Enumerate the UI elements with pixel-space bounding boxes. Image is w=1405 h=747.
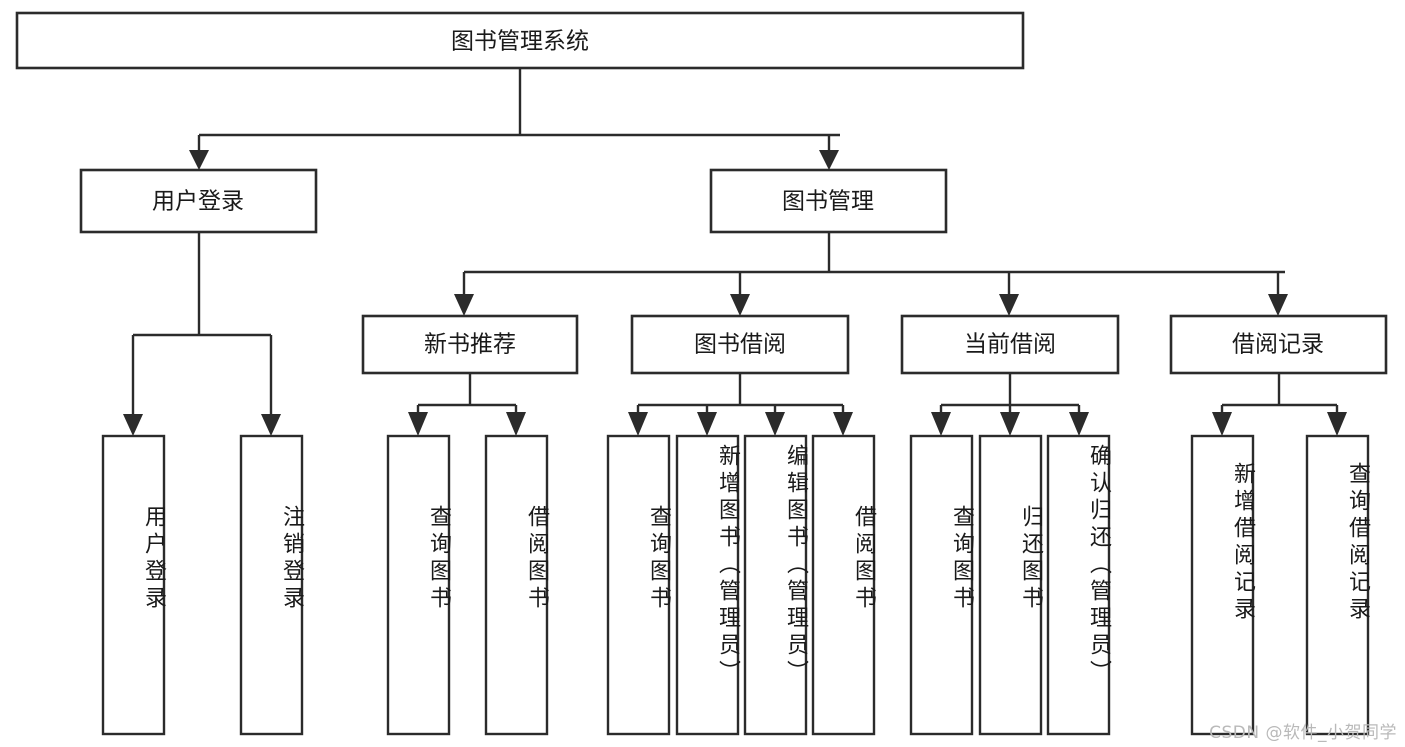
arrowhead-bb-leaf-2 [765, 412, 785, 436]
arrowhead-leaf-logout [261, 414, 281, 436]
node-borrow-record[interactable]: 借阅记录 [1169, 314, 1388, 375]
arrowhead-current-borrow [999, 294, 1019, 316]
arrowhead-bb-leaf-3 [833, 412, 853, 436]
node-book-manage[interactable]: 图书管理 [709, 168, 948, 234]
arrowhead-br-leaf-0 [1212, 412, 1232, 436]
arrowhead-nbr-leaf-1 [506, 412, 526, 436]
arrowhead-leaf-user-login [123, 414, 143, 436]
leaf-box-add-book[interactable] [675, 434, 740, 736]
arrowhead-br-leaf-1 [1327, 412, 1347, 436]
leaf-box-query-record[interactable] [1305, 434, 1370, 736]
user-login-label: 用户登录 [152, 189, 244, 215]
book-borrow-label: 图书借阅 [694, 332, 786, 358]
arrowhead-new-book-recommend [454, 294, 474, 316]
arrowhead-bb-leaf-0 [628, 412, 648, 436]
borrow-record-box[interactable] [1169, 314, 1388, 375]
arrowhead-cb-leaf-0 [931, 412, 951, 436]
arrowhead-bb-leaf-1 [697, 412, 717, 436]
leaf-box-logout[interactable] [239, 434, 304, 736]
user-login-box[interactable] [79, 168, 318, 234]
root-box[interactable] [15, 11, 1025, 70]
arrowhead-cb-leaf-2 [1069, 412, 1089, 436]
node-new-book-recommend[interactable]: 新书推荐 [361, 314, 579, 375]
node-book-borrow[interactable]: 图书借阅 [630, 314, 850, 375]
leaf-box-borrow-book-2[interactable] [811, 434, 876, 736]
leaf-box-return-book[interactable] [978, 434, 1043, 736]
arrowhead-cb-leaf-1 [1000, 412, 1020, 436]
arrowhead-user-login [189, 150, 209, 170]
leaf-box-query-book-2[interactable] [606, 434, 671, 736]
leaf-box-edit-book[interactable] [743, 434, 808, 736]
root-label: 图书管理系统 [451, 29, 589, 55]
book-borrow-box[interactable] [630, 314, 850, 375]
leaf-layer [101, 434, 1370, 736]
node-root[interactable]: 图书管理系统 [15, 11, 1025, 70]
leaf-box-borrow-book-1[interactable] [484, 434, 549, 736]
leaf-box-confirm-return[interactable] [1046, 434, 1111, 736]
book-manage-label: 图书管理 [782, 189, 874, 215]
new-book-recommend-box[interactable] [361, 314, 579, 375]
leaf-box-query-book-3[interactable] [909, 434, 974, 736]
arrowhead-book-manage [819, 150, 839, 170]
node-user-login[interactable]: 用户登录 [79, 168, 318, 234]
current-borrow-label: 当前借阅 [964, 332, 1056, 358]
new-book-recommend-label: 新书推荐 [424, 332, 516, 358]
arrowhead-nbr-leaf-0 [408, 412, 428, 436]
leaf-box-add-record[interactable] [1190, 434, 1255, 736]
current-borrow-box[interactable] [900, 314, 1120, 375]
edge-layer [123, 68, 1347, 436]
arrowhead-borrow-record [1268, 294, 1288, 316]
arrowhead-book-borrow [730, 294, 750, 316]
book-manage-box[interactable] [709, 168, 948, 234]
leaf-box-query-book-1[interactable] [386, 434, 451, 736]
node-current-borrow[interactable]: 当前借阅 [900, 314, 1120, 375]
leaf-box-user-login[interactable] [101, 434, 166, 736]
borrow-record-label: 借阅记录 [1232, 332, 1324, 358]
